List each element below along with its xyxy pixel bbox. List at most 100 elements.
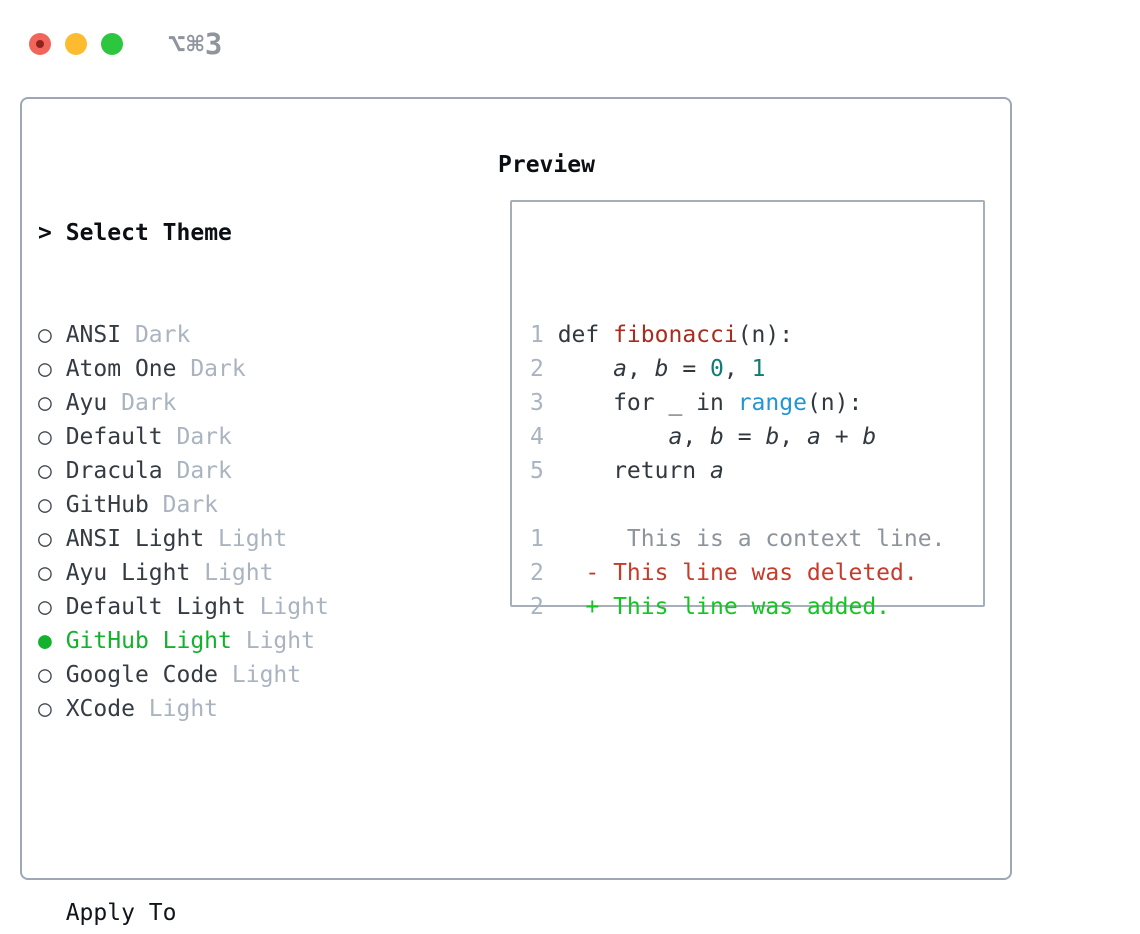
theme-name: GitHub: [65, 492, 163, 518]
code-segment: (n):: [806, 390, 863, 416]
window-shortcut-label: ⌥⌘3: [168, 27, 224, 61]
code-segment: +: [820, 424, 863, 450]
theme-variant-label: Light: [231, 662, 302, 688]
radio-unselected-icon: ○: [38, 424, 66, 450]
code-segment: 1: [751, 356, 766, 382]
theme-list-item[interactable]: ● GitHub Light Light: [38, 624, 426, 658]
line-number: 1: [530, 526, 544, 552]
window-titlebar: ⌥⌘3: [29, 27, 223, 61]
theme-name: ANSI: [65, 322, 135, 348]
line-number: 2: [530, 594, 544, 620]
theme-name: Dracula: [65, 458, 177, 484]
theme-variant-label: Light: [148, 696, 219, 722]
apply-to-title: Apply To: [65, 900, 177, 926]
code-segment: for _ in: [557, 390, 738, 416]
theme-name: Default: [65, 424, 177, 450]
code-segment: a: [668, 424, 683, 450]
radio-unselected-icon: ○: [38, 662, 66, 688]
close-window-icon[interactable]: [29, 33, 51, 55]
line-number: 3: [530, 390, 544, 416]
code-segment: =: [668, 356, 711, 382]
code-segment: a: [613, 356, 627, 382]
theme-list-item[interactable]: ○ Ayu Light Light: [38, 556, 426, 590]
code-segment: This is a context line.: [557, 526, 946, 552]
code-segment: [558, 424, 669, 450]
theme-name: Ayu: [65, 390, 122, 416]
code-segment: + This line was added.: [557, 594, 891, 620]
spacer-line: [38, 794, 426, 828]
code-line: [530, 488, 983, 522]
theme-name: GitHub Light: [65, 628, 246, 654]
radio-unselected-icon: ○: [38, 594, 66, 620]
theme-variant-label: Dark: [176, 458, 232, 484]
code-segment: (n):: [737, 322, 794, 348]
code-segment: ,: [626, 356, 655, 382]
theme-items: ○ ANSI Dark○ Atom One Dark○ Ayu Dark○ De…: [38, 318, 426, 726]
theme-list-item[interactable]: ○ Atom One Dark: [38, 352, 426, 386]
code-segment: return: [557, 458, 711, 484]
code-segment: range: [737, 390, 807, 416]
code-segment: 0: [710, 356, 724, 382]
code-segment: ,: [779, 424, 807, 450]
code-segment: fibonacci: [613, 322, 738, 348]
code-line: 2 + This line was added.: [530, 590, 983, 624]
code-line: 1 This is a context line.: [530, 522, 983, 556]
theme-selector-panel: > Select Theme ○ ANSI Dark○ Atom One Dar…: [20, 97, 1012, 926]
theme-list-item[interactable]: ○ Ayu Dark: [38, 386, 426, 420]
code-segment: - This line was deleted.: [557, 560, 918, 586]
line-number: 1: [530, 322, 544, 348]
line-number: 2: [530, 356, 544, 382]
theme-list-title: Select Theme: [65, 220, 232, 246]
code-segment: =: [723, 424, 766, 450]
code-segment: b: [710, 424, 724, 450]
code-segment: [558, 356, 613, 382]
code-line: 3 for _ in range(n):: [530, 386, 983, 420]
line-number: 2: [530, 560, 544, 586]
code-segment: b: [765, 424, 780, 450]
code-line: 5 return a: [530, 454, 983, 488]
code-segment: b: [654, 356, 669, 382]
code-segment: ,: [723, 356, 752, 382]
radio-unselected-icon: ○: [38, 560, 66, 586]
prompt-chevron-icon: >: [38, 220, 52, 246]
theme-variant-label: Dark: [162, 492, 219, 518]
theme-variant-label: Light: [218, 526, 288, 552]
code-line: 2 - This line was deleted.: [530, 556, 983, 590]
code-segment: def: [557, 322, 614, 348]
theme-variant-label: Light: [204, 560, 274, 586]
theme-list-item[interactable]: ○ GitHub Dark: [38, 488, 426, 522]
theme-list-item[interactable]: ○ Default Light Light: [38, 590, 426, 624]
line-number: 5: [530, 458, 544, 484]
radio-unselected-icon: ○: [38, 492, 66, 518]
theme-name: Atom One: [65, 356, 191, 382]
theme-variant-label: Dark: [134, 322, 191, 348]
radio-unselected-icon: ○: [38, 458, 66, 484]
radio-unselected-icon: ○: [38, 526, 66, 552]
theme-list-item[interactable]: ○ Google Code Light: [38, 658, 426, 692]
minimize-window-icon[interactable]: [65, 33, 87, 55]
code-line: 2 a, b = 0, 1: [530, 352, 983, 386]
radio-unselected-icon: ○: [38, 696, 66, 722]
theme-name: XCode: [65, 696, 149, 722]
theme-name: Default Light: [65, 594, 260, 620]
theme-list-item[interactable]: ○ ANSI Dark: [38, 318, 426, 352]
radio-selected-icon: ●: [38, 628, 66, 654]
code-segment: ,: [682, 424, 711, 450]
code-line: 4 a, b = b, a + b: [530, 420, 983, 454]
line-number: 4: [530, 424, 544, 450]
code-segment: a: [710, 458, 724, 484]
theme-list-item[interactable]: ○ Dracula Dark: [38, 454, 426, 488]
theme-list: > Select Theme ○ ANSI Dark○ Atom One Dar…: [38, 148, 426, 934]
theme-list-header: > Select Theme: [38, 216, 426, 250]
theme-list-item[interactable]: ○ XCode Light: [38, 692, 426, 726]
zoom-window-icon[interactable]: [101, 33, 123, 55]
theme-list-item[interactable]: ○ ANSI Light Light: [38, 522, 426, 556]
theme-name: ANSI Light: [65, 526, 219, 552]
theme-list-item[interactable]: ○ Default Dark: [38, 420, 426, 454]
preview-title: Preview: [498, 152, 595, 178]
theme-variant-label: Dark: [176, 424, 232, 450]
code-segment: b: [862, 424, 877, 450]
